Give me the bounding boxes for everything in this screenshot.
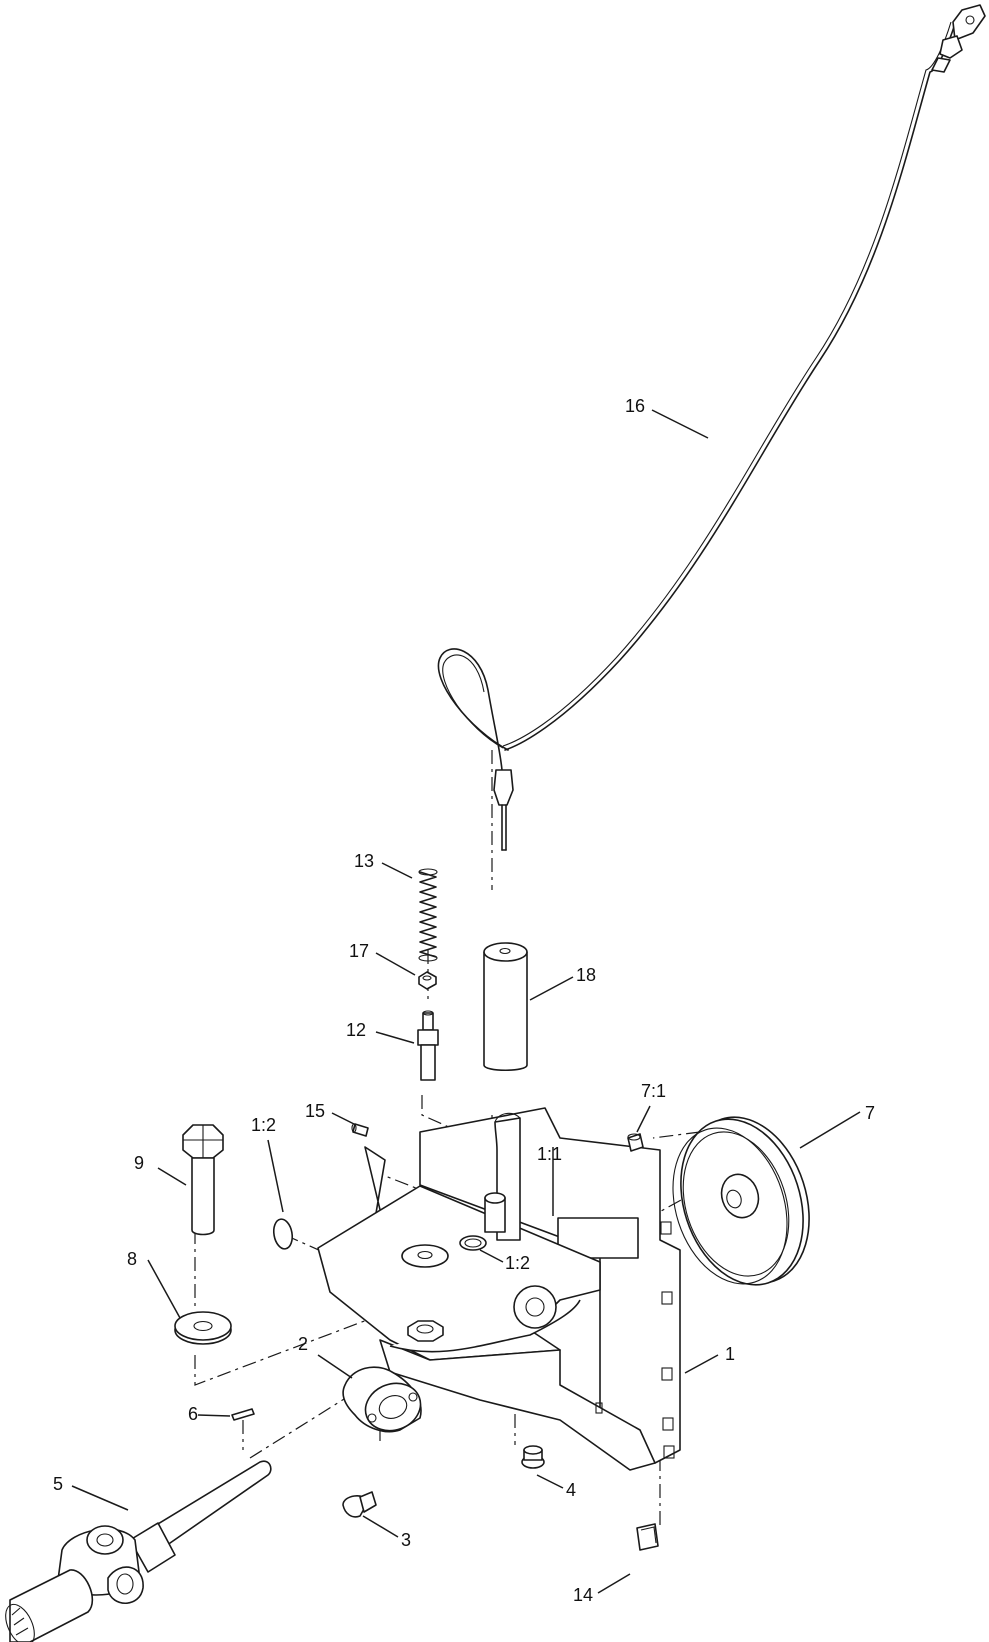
callout-14: 14	[573, 1585, 593, 1605]
driveshaft-5	[5, 1460, 272, 1642]
callout-4: 4	[566, 1480, 576, 1500]
key-6	[231, 1408, 255, 1421]
callout-7: 7	[865, 1103, 875, 1123]
clip-14	[636, 1523, 659, 1551]
callout-1-1: 1:1	[537, 1144, 562, 1164]
callout-labels: 16 13 17 12 18 15 7:1 7 9 1:2 1:1 8 1:2 …	[53, 396, 875, 1605]
pulley-7	[672, 1116, 810, 1286]
cable-16	[437, 4, 986, 851]
bracket-1	[317, 1107, 681, 1471]
leader-lines	[71, 409, 861, 1594]
flange-2	[342, 1366, 422, 1433]
callout-1: 1	[725, 1344, 735, 1364]
grip-18	[483, 942, 528, 1072]
bolt-3	[342, 1491, 377, 1518]
callout-9: 9	[134, 1153, 144, 1173]
callout-5: 5	[53, 1474, 63, 1494]
nut-4	[521, 1445, 545, 1469]
bolt-9	[182, 1124, 224, 1236]
bushing-1-2-left	[272, 1218, 294, 1250]
callout-7-1: 7:1	[641, 1081, 666, 1101]
callout-3: 3	[401, 1530, 411, 1550]
callout-6: 6	[188, 1404, 198, 1424]
spring-13	[418, 868, 438, 962]
pin-12	[417, 1010, 439, 1081]
callout-8: 8	[127, 1249, 137, 1269]
callout-12: 12	[346, 1020, 366, 1040]
callout-13: 13	[354, 851, 374, 871]
bushing-1-2-right	[459, 1235, 487, 1251]
washer-8	[174, 1311, 232, 1345]
callout-1-2-right: 1:2	[505, 1253, 530, 1273]
callout-2: 2	[298, 1334, 308, 1354]
screw-15	[351, 1123, 369, 1137]
callout-15: 15	[305, 1101, 325, 1121]
callout-16: 16	[625, 396, 645, 416]
setscrew-7-1	[627, 1133, 644, 1152]
callout-1-2-left: 1:2	[251, 1115, 276, 1135]
nut-17	[418, 971, 437, 990]
callout-17: 17	[349, 941, 369, 961]
callout-18: 18	[576, 965, 596, 985]
